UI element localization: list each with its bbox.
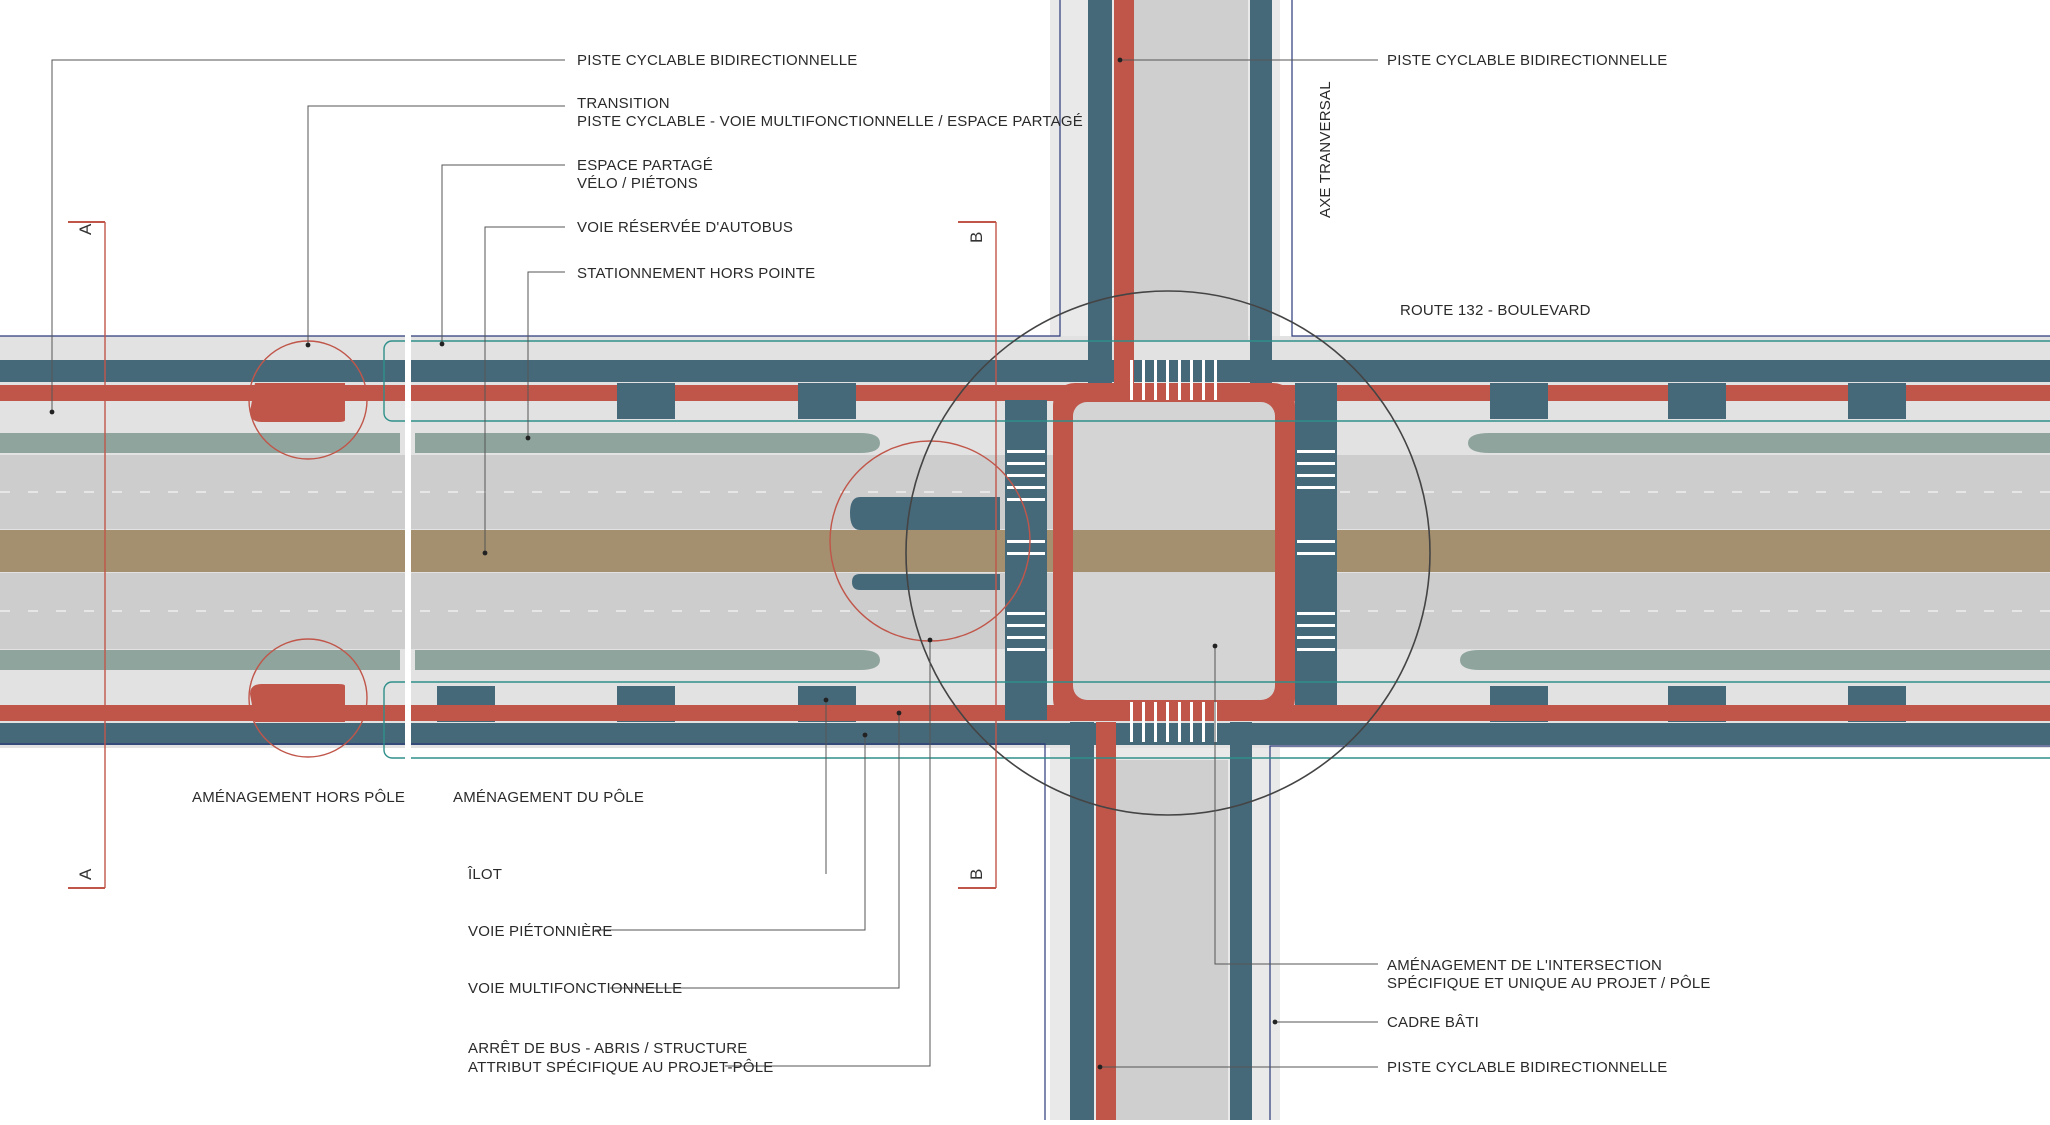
label-du-pole: AMÉNAGEMENT DU PÔLE: [453, 789, 644, 806]
parking-south-pole: [415, 650, 880, 670]
parking-south-west: [0, 650, 400, 670]
section-a-bottom: A: [76, 868, 95, 880]
section-b-bottom: B: [967, 868, 986, 880]
section-markers: A A B B: [68, 221, 997, 889]
label-cadre: CADRE BÂTI: [1387, 1014, 1479, 1031]
labels: PISTE CYCLABLE BIDIRECTIONNELLE TRANSITI…: [192, 52, 1711, 1076]
label-axe: AXE TRANVERSAL: [1317, 81, 1334, 218]
bus-island-north: [850, 497, 1000, 530]
bus-stop-blocks-north: [617, 383, 1906, 419]
label-intersection-1: AMÉNAGEMENT DE L'INTERSECTION: [1387, 957, 1662, 974]
label-transition-2: PISTE CYCLABLE - VOIE MULTIFONCTIONNELLE…: [577, 113, 1083, 130]
label-espace-1: ESPACE PARTAGÉ: [577, 157, 713, 174]
sidewalk-north: [0, 360, 2050, 382]
leader-dots: [49, 57, 1278, 1070]
transition-north: [250, 383, 345, 422]
parking-north-pole: [415, 433, 880, 453]
section-b-top: B: [967, 231, 986, 243]
label-hors-pole: AMÉNAGEMENT HORS PÔLE: [192, 789, 405, 806]
label-arret-2: ATTRIBUT SPÉCIFIQUE AU PROJET-PÔLE: [468, 1059, 773, 1076]
label-stationnement: STATIONNEMENT HORS POINTE: [577, 265, 815, 282]
label-route: ROUTE 132 - BOULEVARD: [1400, 302, 1591, 319]
parking-north-east: [1468, 433, 2050, 453]
sidewalk-south: [0, 723, 2050, 745]
label-voie-bus: VOIE RÉSERVÉE D'AUTOBUS: [577, 219, 793, 236]
label-piste-se: PISTE CYCLABLE BIDIRECTIONNELLE: [1387, 1059, 1667, 1076]
label-transition-1: TRANSITION: [577, 95, 670, 112]
label-voie-multi: VOIE MULTIFONCTIONNELLE: [468, 980, 682, 997]
parking-north-west: [0, 433, 400, 453]
label-piste-nw: PISTE CYCLABLE BIDIRECTIONNELLE: [577, 52, 857, 69]
cross-axis: [1070, 0, 1272, 1120]
section-a-top: A: [76, 223, 95, 235]
intersection: [1005, 360, 1337, 742]
bus-island-south: [852, 574, 1000, 590]
label-ilot: ÎLOT: [467, 866, 502, 883]
label-piste-ne: PISTE CYCLABLE BIDIRECTIONNELLE: [1387, 52, 1667, 69]
leader-lines: [51, 59, 1378, 1068]
label-espace-2: VÉLO / PIÉTONS: [577, 175, 698, 192]
intersection-circle: [905, 290, 1431, 816]
label-voie-pieton: VOIE PIÉTONNIÈRE: [468, 923, 613, 940]
parking-south-east: [1460, 650, 2050, 670]
label-arret-1: ARRÊT DE BUS - ABRIS / STRUCTURE: [468, 1040, 748, 1057]
label-intersection-2: SPÉCIFIQUE ET UNIQUE AU PROJET / PÔLE: [1387, 975, 1711, 992]
